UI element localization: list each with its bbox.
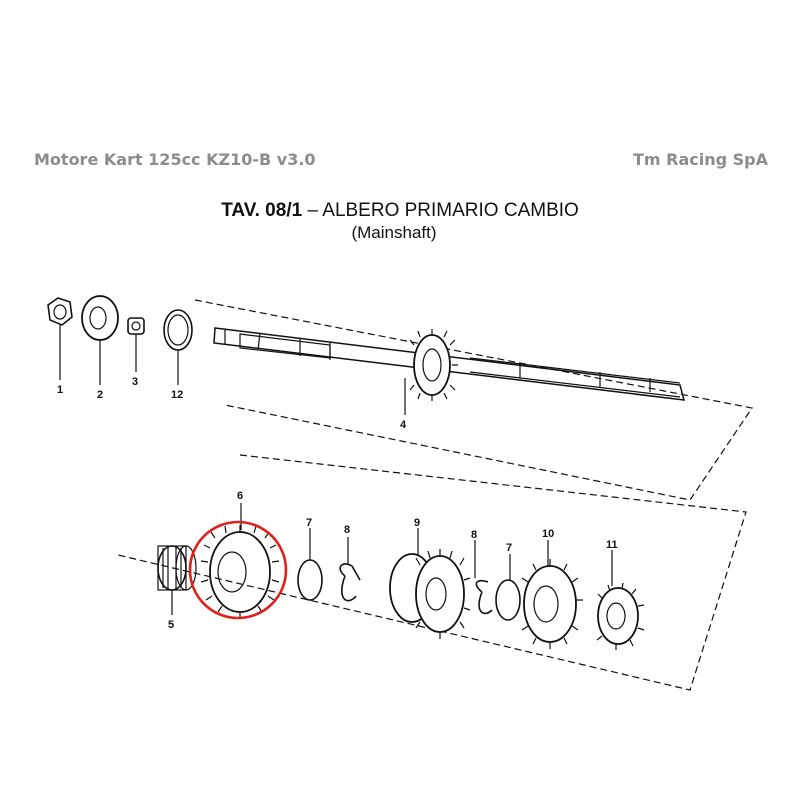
page-subtitle: (Mainshaft) bbox=[351, 223, 437, 242]
part-label-2: 2 bbox=[97, 389, 103, 401]
part-label-1: 1 bbox=[57, 384, 63, 396]
gear-part-10 bbox=[521, 559, 583, 649]
ring-part-7b bbox=[495, 579, 521, 621]
circlip-part-8a bbox=[339, 563, 361, 602]
lower-assembly-axis bbox=[117, 454, 747, 691]
highlight-circle-part-6 bbox=[188, 520, 288, 620]
part-label-8b: 8 bbox=[471, 529, 477, 541]
part-label-10: 10 bbox=[542, 528, 554, 540]
part-label-5: 5 bbox=[168, 619, 174, 631]
part-label-7a: 7 bbox=[306, 517, 312, 529]
part-label-4: 4 bbox=[400, 419, 407, 431]
part-label-3: 3 bbox=[132, 376, 138, 388]
header-model: Motore Kart 125cc KZ10-B v3.0 bbox=[34, 150, 316, 169]
part-label-11: 11 bbox=[606, 539, 618, 551]
part-label-6: 6 bbox=[237, 490, 243, 502]
circlip-part-8b bbox=[475, 579, 493, 615]
ring-part-7a bbox=[297, 559, 323, 601]
upper-assembly-axis bbox=[194, 299, 754, 501]
table-name: ALBERO PRIMARIO CAMBIO bbox=[322, 200, 579, 221]
page-title: TAV. 08/1 – ALBERO PRIMARIO CAMBIO bbox=[0, 200, 800, 222]
gear-part-11 bbox=[596, 582, 645, 650]
washer-part-2 bbox=[81, 295, 119, 341]
part-label-7b: 7 bbox=[506, 542, 512, 554]
gear-part-6 bbox=[200, 525, 280, 619]
small-nut-part-3 bbox=[127, 317, 145, 335]
ring-part-12 bbox=[163, 309, 193, 351]
part-label-9: 9 bbox=[414, 517, 420, 529]
double-gear-part-9 bbox=[389, 549, 471, 639]
header-company: Tm Racing SpA bbox=[632, 150, 768, 169]
nut-part-1 bbox=[47, 297, 73, 326]
title-dash: – bbox=[307, 200, 319, 221]
mainshaft-part-4 bbox=[213, 327, 686, 401]
part-label-12: 12 bbox=[171, 389, 183, 401]
part-label-8a: 8 bbox=[344, 524, 350, 536]
table-code: TAV. 08/1 bbox=[221, 200, 303, 221]
